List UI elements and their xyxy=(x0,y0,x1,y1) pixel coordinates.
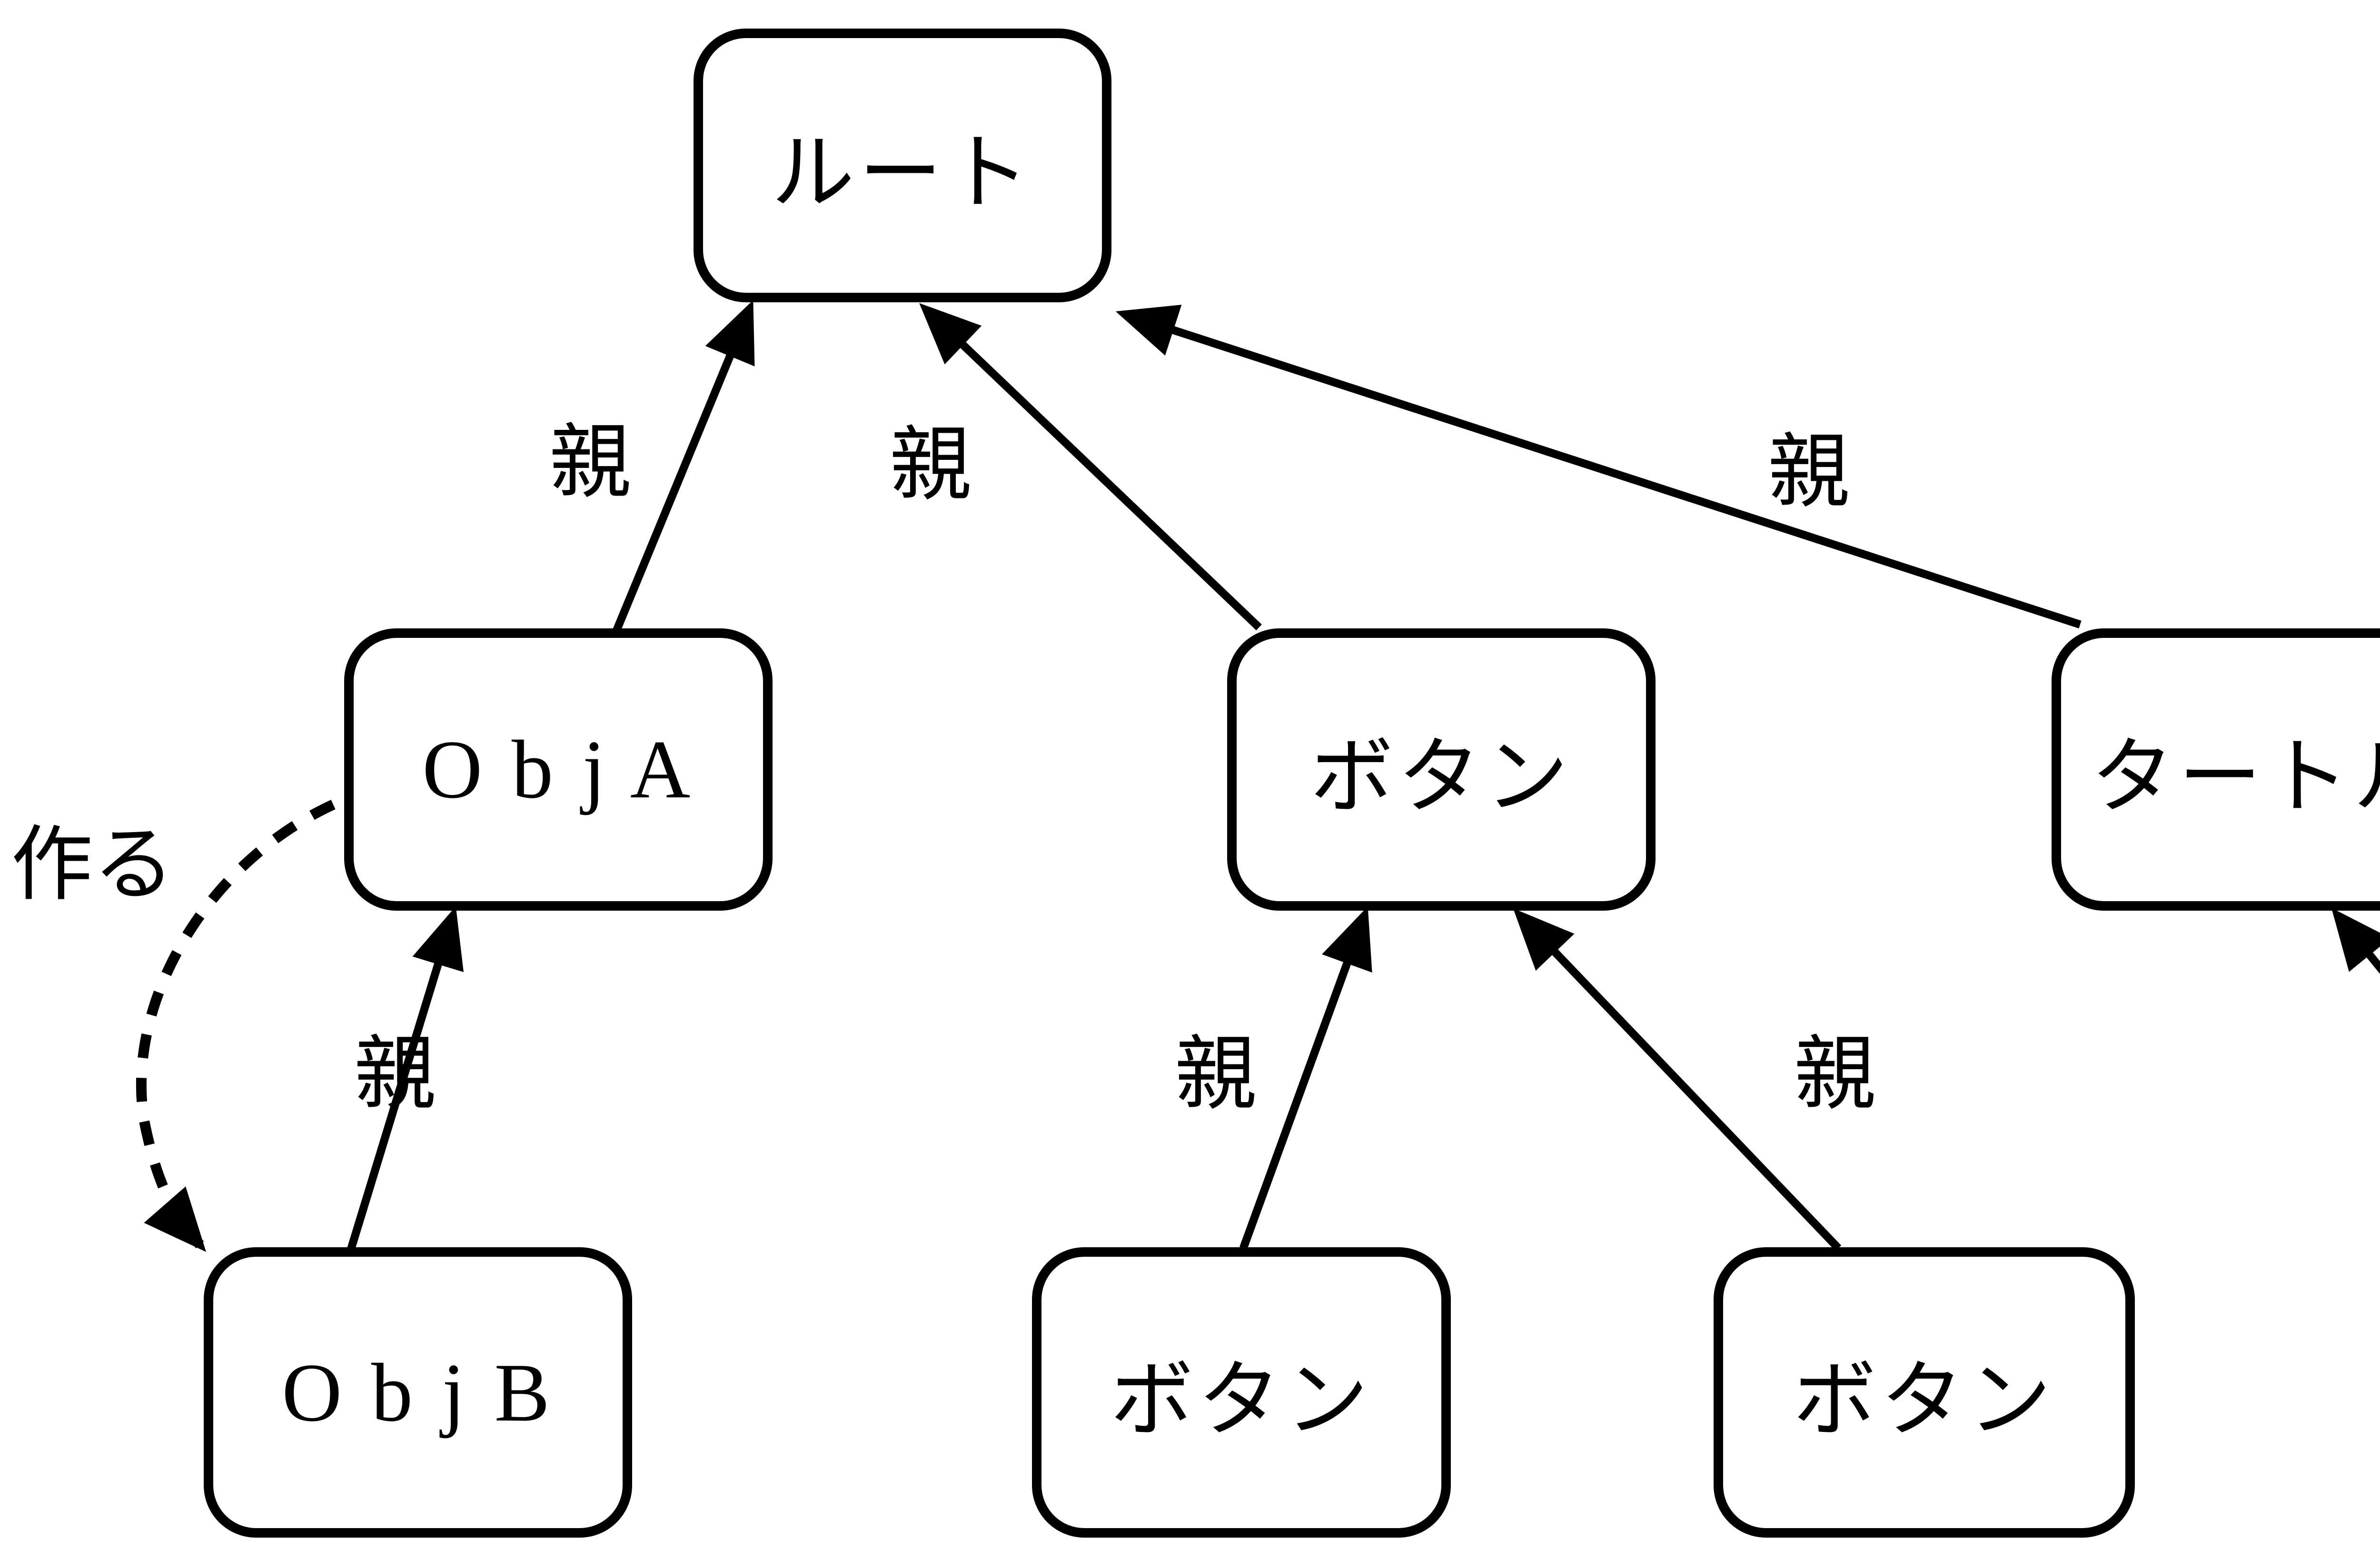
node-objA-label: O b j A xyxy=(422,723,694,815)
edge-label-objA-to-root: 親 xyxy=(549,418,631,508)
edge-label-turtle-to-root: 親 xyxy=(1768,427,1850,518)
node-objA: O b j A xyxy=(344,628,773,911)
edge-objA-creates-objB-dashed-curve xyxy=(136,800,336,1252)
node-root: ルート xyxy=(694,29,1111,302)
node-objB: O b j B xyxy=(204,1247,632,1538)
node-turtle-label: タートル xyxy=(2091,731,2380,824)
node-button-right-label: ボタン xyxy=(1793,1354,2056,1447)
node-objB-label: O b j B xyxy=(282,1346,554,1439)
edge-button-right-to-button-mid-line xyxy=(1513,908,1842,1251)
edge-label-button-mid-to-root: 親 xyxy=(890,420,972,511)
edge-objB-to-objA-line xyxy=(347,906,464,1251)
node-button-left: ボタン xyxy=(1032,1247,1451,1538)
edge-label-objB-to-objA: 親 xyxy=(354,1030,436,1120)
node-button-mid-label: ボタン xyxy=(1310,731,1573,824)
edge-button-left-to-button-mid-line xyxy=(1240,906,1372,1250)
edge-kameta-to-turtle-line xyxy=(2331,908,2380,974)
edge-button-mid-to-root-line xyxy=(919,303,1262,631)
node-button-right: ボタン xyxy=(1714,1247,2135,1538)
edge-objA-to-root-line xyxy=(610,300,755,638)
edge-label-objA-creates-objB: 作る xyxy=(11,820,175,911)
node-button-left-label: ボタン xyxy=(1110,1354,1373,1447)
node-root-label: ルート xyxy=(771,127,1034,219)
edge-turtle-to-root-line xyxy=(1115,305,2082,629)
edge-label-button-right-to-button-mid: 親 xyxy=(1794,1030,1876,1120)
node-turtle: タートル xyxy=(2052,628,2380,911)
node-button-mid: ボタン xyxy=(1227,628,1656,911)
edge-label-button-left-to-button-mid: 親 xyxy=(1175,1030,1257,1120)
